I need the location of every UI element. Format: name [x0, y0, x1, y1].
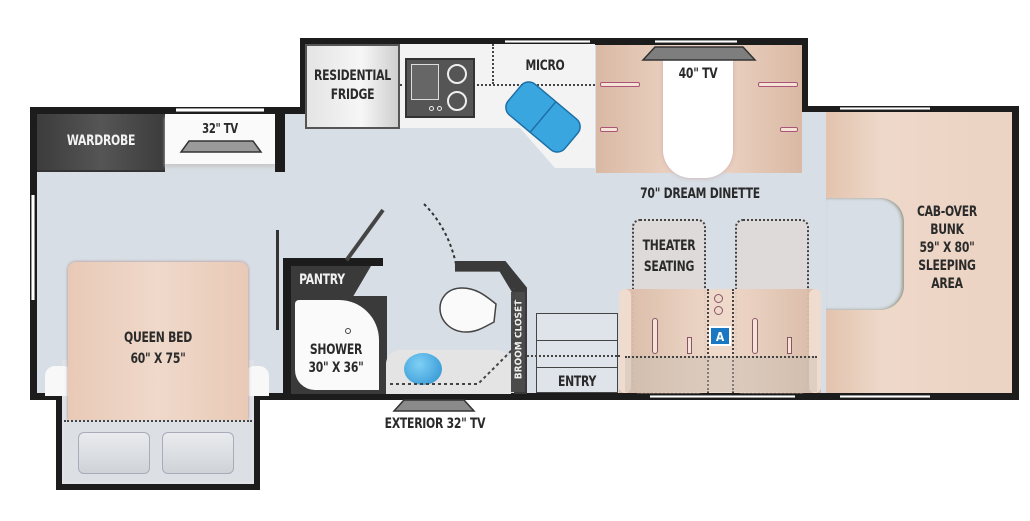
shower-drain-icon: [345, 328, 351, 334]
seatbelt-icon: [758, 82, 798, 87]
toilet-icon: [439, 287, 497, 333]
theater-arm-left: [619, 289, 631, 393]
residential-fridge: RESIDENTIAL FRIDGE: [305, 44, 400, 129]
seatbelt-icon: [787, 337, 792, 354]
lavatory-sink-icon: [404, 353, 442, 385]
wall-cab-right: [1012, 106, 1019, 398]
theater-label-line1: THEATER: [642, 238, 696, 254]
seatbelt-icon: [652, 318, 658, 354]
sink-icon: [505, 81, 581, 153]
dinette-tv-label: 40" TV: [678, 66, 718, 82]
nightstand-right: [245, 366, 269, 396]
cooktop-icon: [405, 58, 475, 118]
tv-icon: [179, 140, 263, 153]
window-kitchen: [505, 40, 590, 43]
pillow-icon: [78, 432, 150, 474]
seatbelt-icon: [687, 337, 692, 354]
bedroom-tv-label: 32" TV: [202, 122, 238, 137]
wall-bath-left: [283, 258, 291, 394]
exterior-tv-label: EXTERIOR 32" TV: [384, 416, 486, 432]
cupholder-icon: [714, 294, 723, 303]
wall-bedroom-partition: [275, 110, 285, 172]
bedroom-tv-cabinet: 32" TV: [165, 114, 275, 164]
tv-icon: [392, 399, 476, 412]
window-cab-top: [840, 107, 930, 110]
bunk-label-line4: SLEEPING: [918, 258, 976, 274]
bunk-label-line2: BUNK: [930, 222, 964, 238]
micro-cabinet-line: [492, 44, 494, 84]
window-left: [31, 195, 35, 300]
shower-pan: [295, 300, 379, 390]
bunk-label-line5: AREA: [931, 276, 963, 292]
theater-label-line2: SEATING: [643, 259, 695, 275]
entry-steps: [536, 313, 618, 393]
tv-icon: [641, 46, 757, 61]
micro-label: MICRO: [525, 58, 565, 74]
fridge-label-line2: FRIDGE: [330, 87, 375, 103]
entry-label: ENTRY: [557, 374, 597, 390]
seatbelt-icon: [600, 127, 618, 132]
seatbelt-icon: [780, 127, 798, 132]
bunk-label-line1: CAB-OVER: [916, 204, 978, 220]
shower-label-line2: 30" X 36": [308, 360, 364, 376]
dinette-label: 70" DREAM DINETTE: [640, 186, 760, 202]
door-swing: [423, 203, 457, 265]
seatbelt-icon: [752, 318, 758, 354]
bedroom-door-line: [276, 230, 279, 330]
window-dinette: [655, 40, 737, 43]
cupholder-icon: [714, 306, 723, 315]
theater-arm-right: [809, 289, 821, 393]
upper-cabinet-line: [400, 84, 595, 86]
cab-passage: [826, 198, 904, 310]
shower: SHOWER 30" X 36": [291, 296, 387, 394]
queen-bed: QUEEN BED 60" X 75": [68, 262, 248, 420]
pantry-label: PANTRY: [299, 272, 345, 288]
queen-bed-label-line1: QUEEN BED: [124, 330, 192, 346]
seatbelt-icon: [600, 82, 640, 87]
shower-label-line1: SHOWER: [309, 342, 363, 358]
badge-a: A: [709, 326, 731, 346]
dinette-table: [663, 60, 733, 178]
entry-line: [520, 355, 620, 357]
wall-top-left: [30, 107, 300, 114]
pillow-icon: [162, 432, 234, 474]
wall-kitchen-left: [300, 38, 307, 114]
theater-footrest: [625, 356, 817, 392]
shower-curtain-line: [390, 288, 515, 385]
wall-bath-top: [283, 258, 383, 266]
wall-kitchen-top: [300, 38, 605, 45]
wardrobe: WARDROBE: [37, 114, 165, 172]
window-cab-bottom: [840, 395, 930, 398]
wall-dinette-right: [801, 38, 808, 110]
cab-over-bunk: CAB-OVER BUNK 59" X 80" SLEEPING AREA: [826, 112, 1012, 393]
bunk-label-line3: 59" X 80": [919, 240, 975, 256]
window-bedroom-top: [176, 108, 264, 112]
queen-bed-label-line2: 60" X 75": [130, 351, 186, 367]
wardrobe-label: WARDROBE: [66, 133, 136, 149]
wall-bottom: [30, 393, 1019, 400]
fridge-label-line1: RESIDENTIAL: [314, 68, 391, 84]
window-dinette-bottom: [650, 395, 795, 398]
